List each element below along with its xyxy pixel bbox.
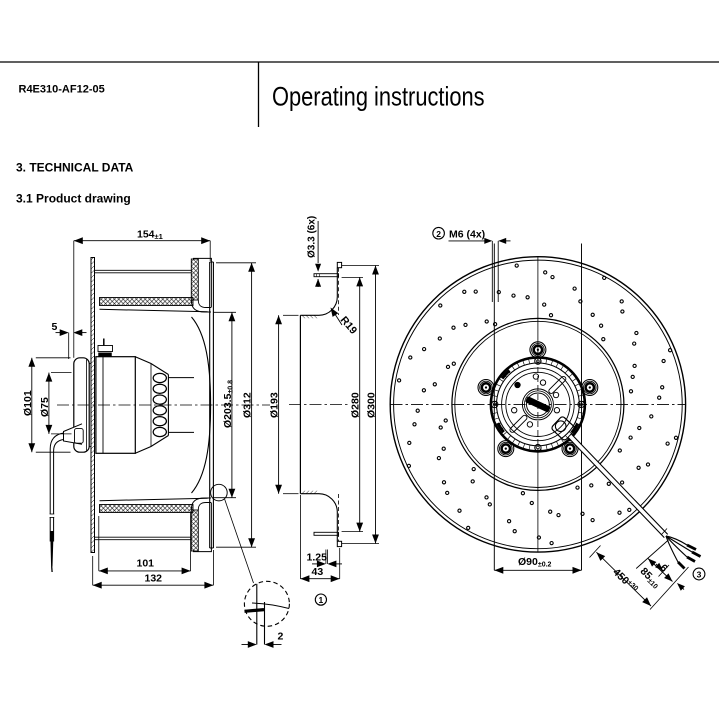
svg-text:Ø75: Ø75	[39, 397, 51, 417]
svg-text:M6 (4x): M6 (4x)	[449, 229, 485, 241]
svg-text:3: 3	[697, 570, 702, 580]
svg-text:R4E310-AF12-05: R4E310-AF12-05	[19, 84, 105, 96]
svg-text:43: 43	[312, 566, 324, 578]
svg-text:Ø3.3 (6x): Ø3.3 (6x)	[307, 216, 318, 258]
svg-text:3. TECHNICAL DATA: 3. TECHNICAL DATA	[16, 161, 134, 175]
svg-text:154±1: 154±1	[137, 229, 163, 242]
svg-text:Operating instructions: Operating instructions	[272, 83, 485, 112]
svg-text:2: 2	[278, 631, 284, 643]
svg-text:2: 2	[436, 229, 441, 239]
svg-text:5: 5	[52, 321, 58, 333]
svg-text:Ø101: Ø101	[22, 390, 34, 416]
svg-text:Ø280: Ø280	[350, 392, 362, 418]
svg-text:3.1 Product drawing: 3.1 Product drawing	[16, 192, 131, 206]
svg-text:Ø312: Ø312	[242, 392, 254, 418]
svg-text:1.25: 1.25	[307, 552, 328, 564]
svg-text:101: 101	[137, 557, 155, 569]
svg-text:1: 1	[319, 595, 324, 605]
svg-text:132: 132	[145, 572, 163, 584]
svg-text:Ø193: Ø193	[269, 392, 281, 418]
svg-text:Ø300: Ø300	[366, 392, 378, 418]
